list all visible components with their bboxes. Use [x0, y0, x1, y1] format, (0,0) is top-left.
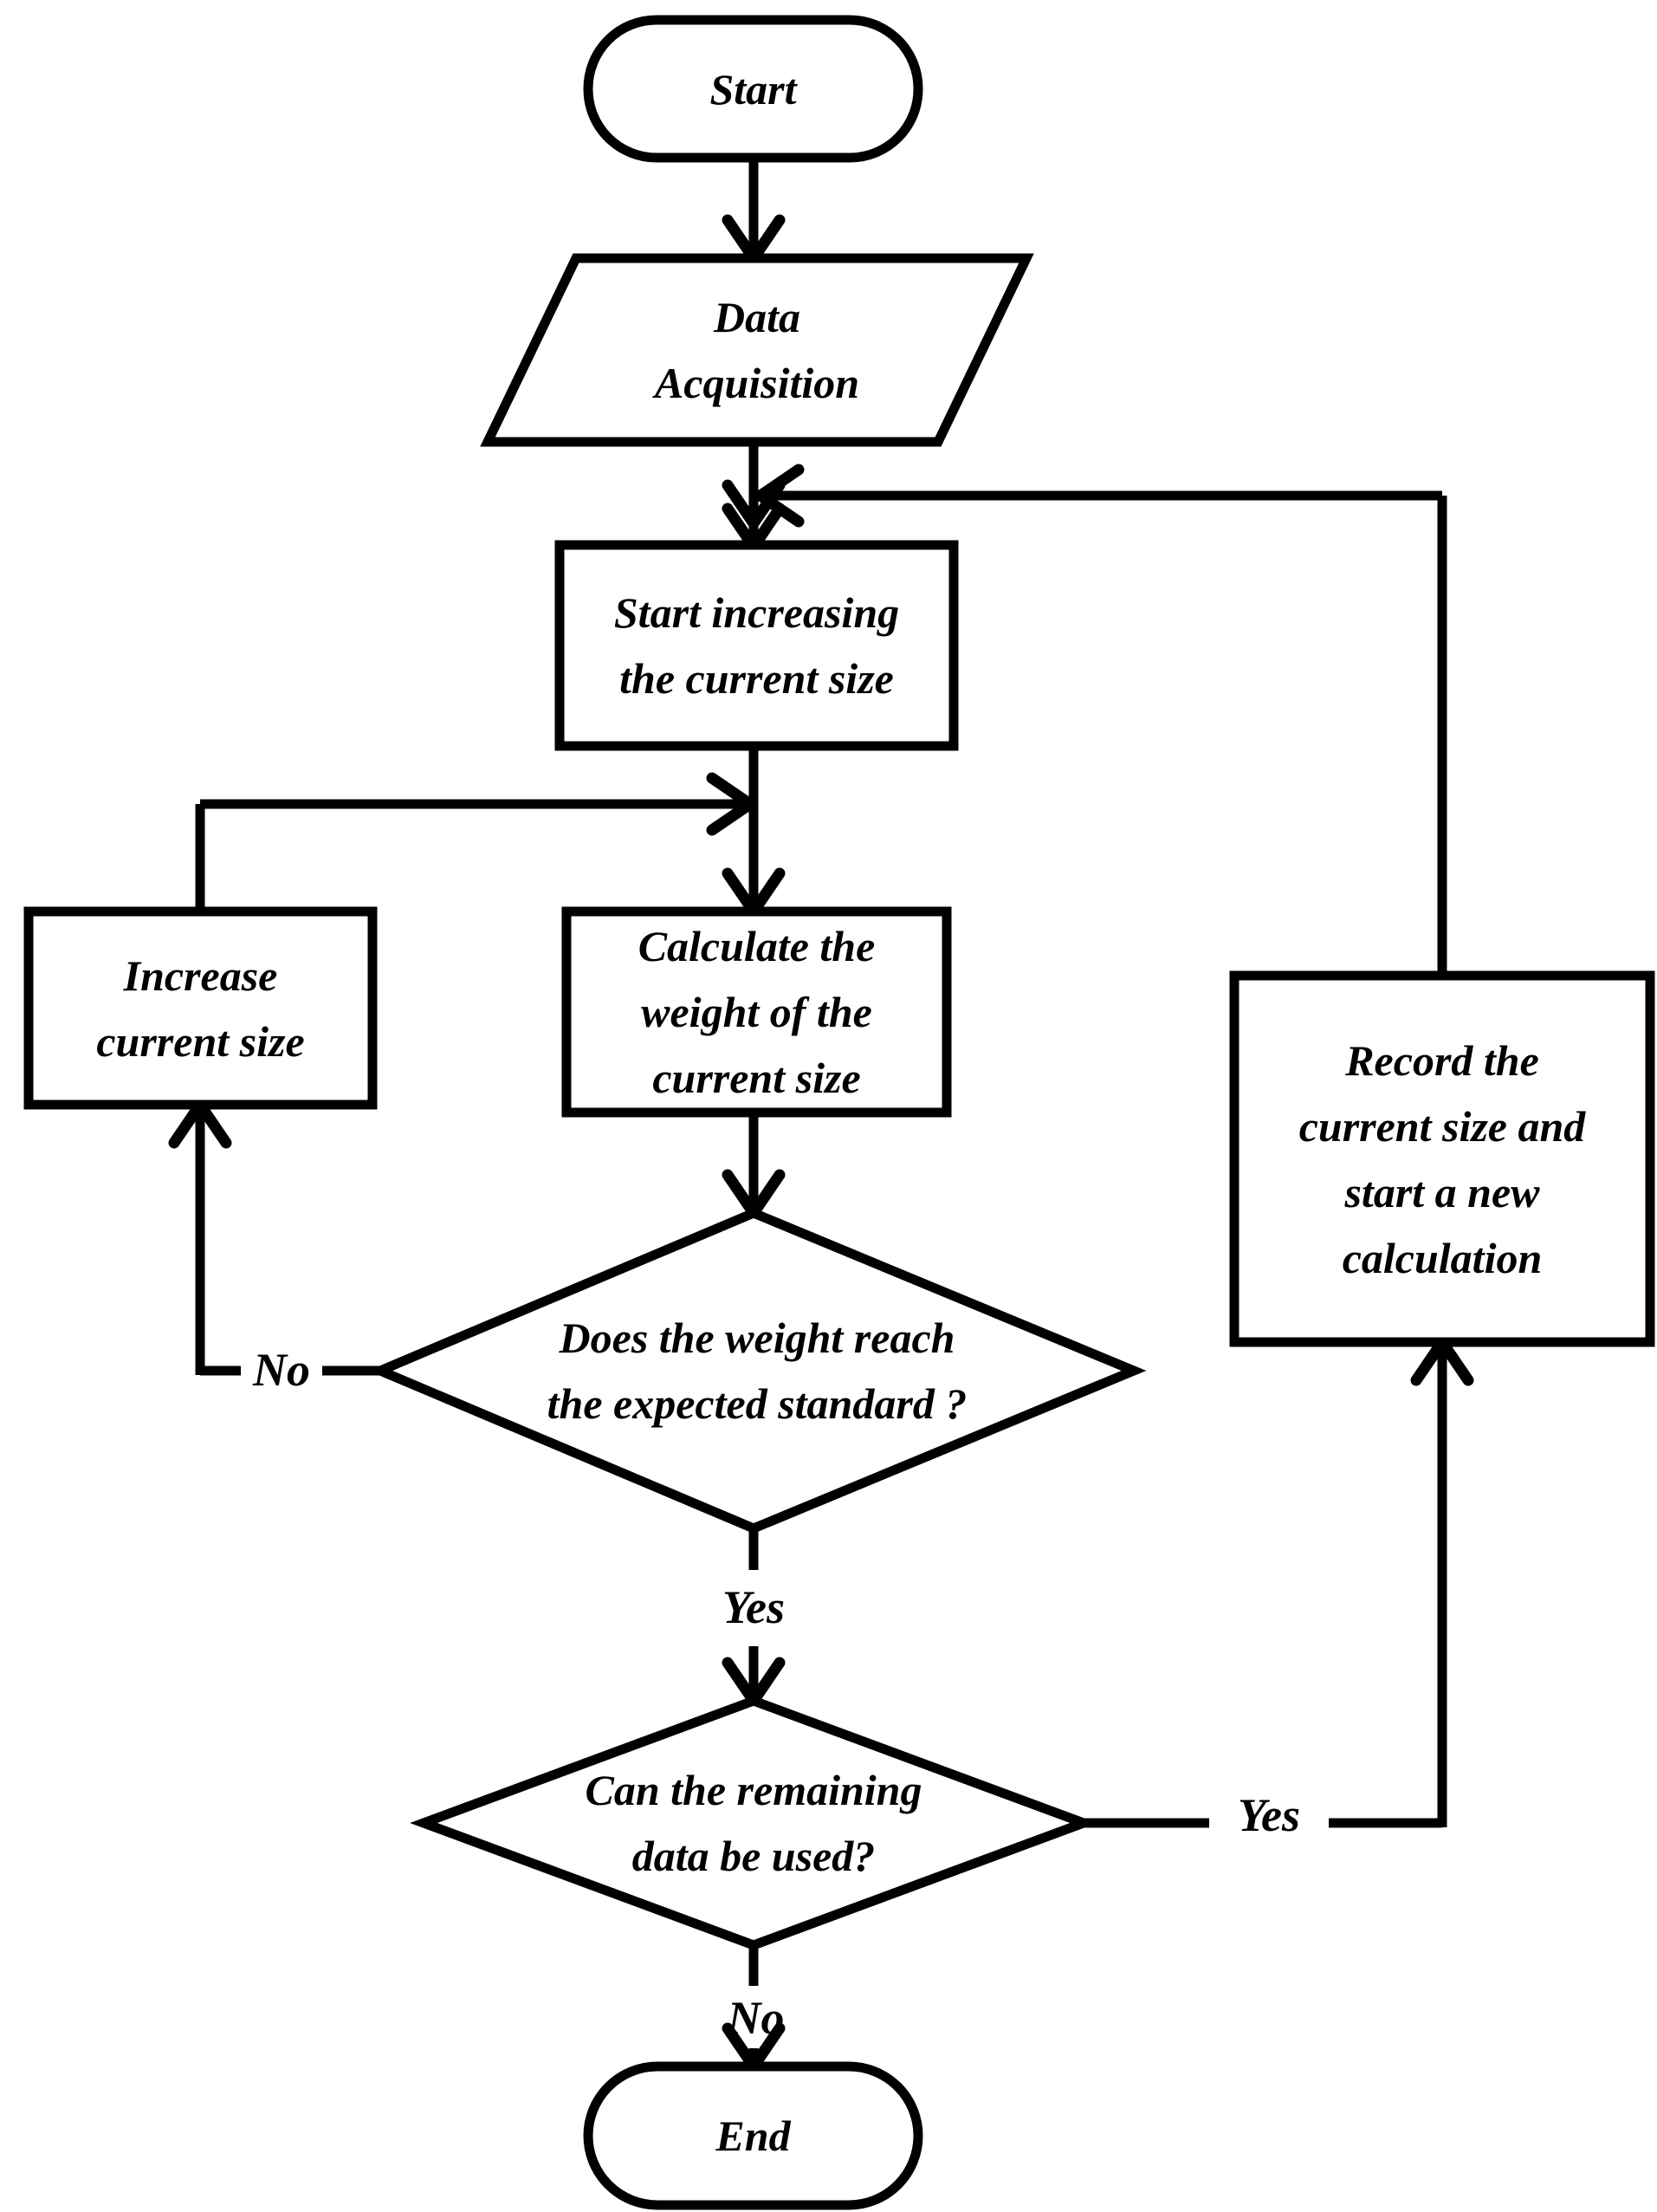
remaining-decision-diamond-shape: [410, 1696, 1097, 1950]
record-size-process-shape: [1229, 970, 1655, 1347]
calculate-weight-process-shape: [561, 906, 952, 1118]
start-increasing-process-shape: [554, 540, 959, 751]
data-acquisition-parallelogram-shape: [480, 253, 1034, 447]
arrowhead-junction-down: [722, 479, 786, 529]
increase-size-process-shape: [23, 906, 378, 1110]
arrowhead-into-end: [722, 2022, 786, 2073]
arrowhead-feedback-into-junction: [754, 464, 805, 528]
end-terminator-shape: [583, 2061, 923, 2210]
weight-decision-diamond-shape: [367, 1208, 1147, 1534]
start-terminator-shape: [583, 15, 923, 163]
arrowhead-increase-loop-into-line: [706, 772, 756, 836]
